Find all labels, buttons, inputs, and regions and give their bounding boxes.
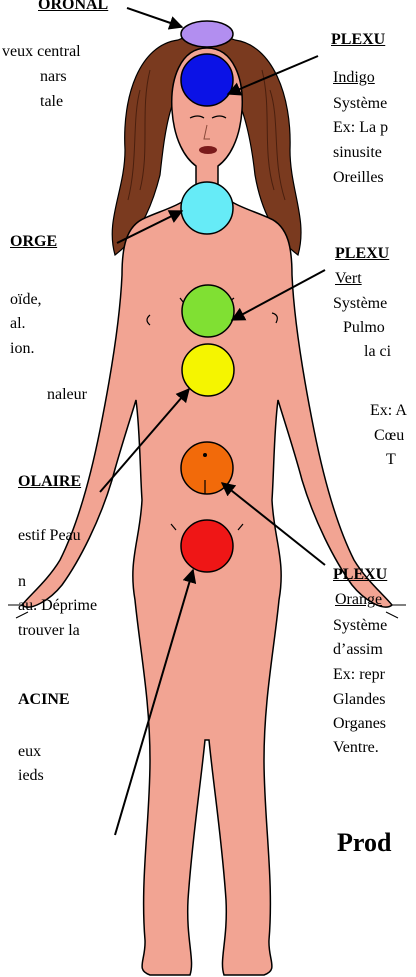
solar-title: OLAIRE <box>18 472 81 492</box>
root-line-2: ieds <box>18 766 44 786</box>
third-eye-line-4: Oreilles <box>333 168 384 188</box>
throat-line-3: ion. <box>10 339 34 359</box>
crown-chakra <box>181 21 233 47</box>
root-chakra <box>181 520 233 572</box>
sacral-line-3: Ex: repr <box>333 665 385 685</box>
root-title: ACINE <box>18 690 70 710</box>
heart-title: PLEXU <box>335 244 389 264</box>
solar-chakra <box>182 344 234 396</box>
third-eye-title: PLEXU <box>331 30 385 50</box>
sacral-line-2: d’assim <box>333 640 383 660</box>
sacral-color: Orange <box>335 590 382 610</box>
throat-extra: naleur <box>47 385 87 405</box>
throat-line-2: al. <box>10 314 26 334</box>
third-eye-color: Indigo <box>333 68 375 88</box>
throat-title: ORGE <box>10 232 57 252</box>
heart-chakra <box>182 285 234 337</box>
sacral-line-4: Glandes <box>333 690 385 710</box>
crown-line-3: tale <box>40 92 63 112</box>
crown-line-1: veux central <box>2 42 81 62</box>
third-eye-chakra <box>181 54 233 106</box>
arrow-crown <box>127 8 182 27</box>
heart-color: Vert <box>335 269 362 289</box>
sacral-line-5: Organes <box>333 714 386 734</box>
third-eye-line-2: Ex: La p <box>333 118 388 138</box>
sacral-title: PLEXU <box>333 565 387 585</box>
solar-line-1: estif Peau <box>18 526 81 546</box>
solar-line-2: n <box>18 572 26 592</box>
third-eye-line-1: Système <box>333 94 387 114</box>
crown-line-2: nars <box>40 67 67 87</box>
crown-title: ORONAL <box>38 0 108 15</box>
solar-line-3: au. Déprime <box>18 596 97 616</box>
heart-line-4: Ex: A <box>370 401 407 421</box>
solar-line-4: trouver la <box>18 621 80 641</box>
sacral-line-6: Ventre. <box>333 738 379 758</box>
heart-line-6: T <box>386 450 396 470</box>
heart-line-2: Pulmo <box>343 318 385 338</box>
heart-line-1: Système <box>333 294 387 314</box>
heart-line-5: Cœu <box>374 426 404 446</box>
root-line-1: eux <box>18 742 41 762</box>
throat-line-1: oïde, <box>10 290 42 310</box>
third-eye-line-3: sinusite <box>333 143 382 163</box>
bottom-title: Prod <box>337 828 391 858</box>
sacral-line-1: Système <box>333 616 387 636</box>
throat-chakra <box>181 182 233 234</box>
heart-line-3: la ci <box>364 342 391 362</box>
